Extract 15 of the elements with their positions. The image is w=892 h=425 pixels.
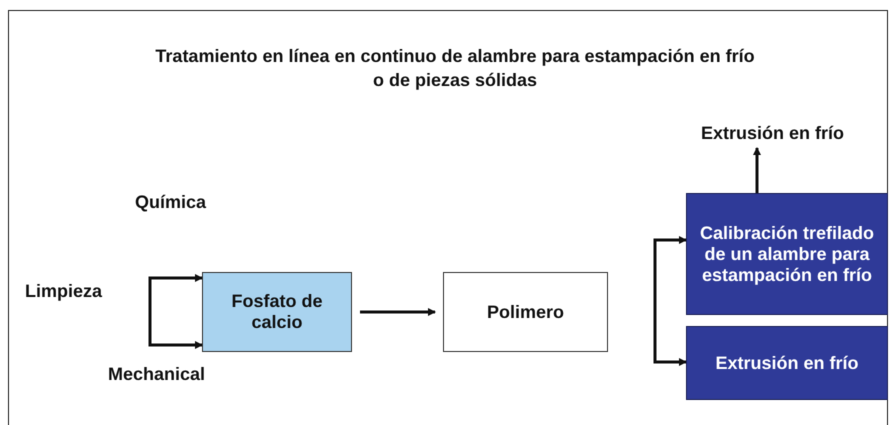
process-box: Fosfato de calcio bbox=[202, 272, 352, 352]
arrow bbox=[360, 308, 436, 316]
arrow bbox=[654, 298, 687, 366]
arrow bbox=[148, 274, 203, 312]
process-box: Polimero bbox=[443, 272, 608, 352]
arrow bbox=[148, 308, 203, 349]
branch-label: Limpieza bbox=[25, 281, 102, 302]
arrow bbox=[753, 147, 761, 193]
arrow bbox=[654, 236, 687, 302]
output-label: Extrusión en frío bbox=[680, 118, 865, 148]
process-box: Calibración trefilado de un alambre para estampación en frío bbox=[686, 193, 888, 315]
branch-label: Mechanical bbox=[108, 364, 206, 385]
process-box: Extrusión en frío bbox=[686, 326, 888, 400]
diagram-title: Tratamiento en línea en continuo de alambre para estampación en frío o de piezas sólidas bbox=[154, 45, 756, 92]
branch-label: Química bbox=[135, 192, 206, 213]
